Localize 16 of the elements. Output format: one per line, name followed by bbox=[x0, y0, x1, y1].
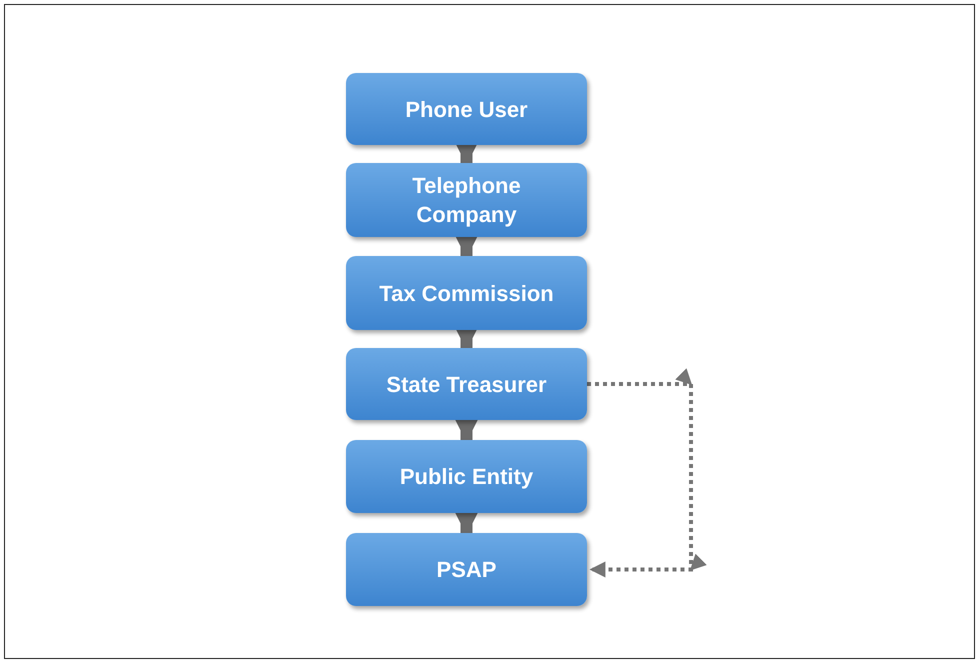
box-label: Telephone Company bbox=[411, 172, 522, 229]
arrow bbox=[454, 418, 478, 442]
box-label: Phone User bbox=[405, 96, 528, 124]
box-label: PSAP bbox=[436, 556, 496, 584]
process-box bbox=[346, 533, 587, 606]
process-box bbox=[346, 348, 587, 420]
process-box bbox=[346, 73, 587, 145]
box-label: State Treasurer bbox=[386, 370, 547, 398]
arrow bbox=[454, 511, 478, 536]
process-box bbox=[346, 256, 587, 330]
arrow bbox=[454, 234, 478, 258]
dotted-arrow bbox=[587, 368, 706, 578]
process-box bbox=[346, 440, 587, 513]
box-label: Public Entity bbox=[400, 463, 534, 491]
box-label: Tax Commission bbox=[379, 280, 554, 308]
process-box bbox=[346, 163, 587, 237]
